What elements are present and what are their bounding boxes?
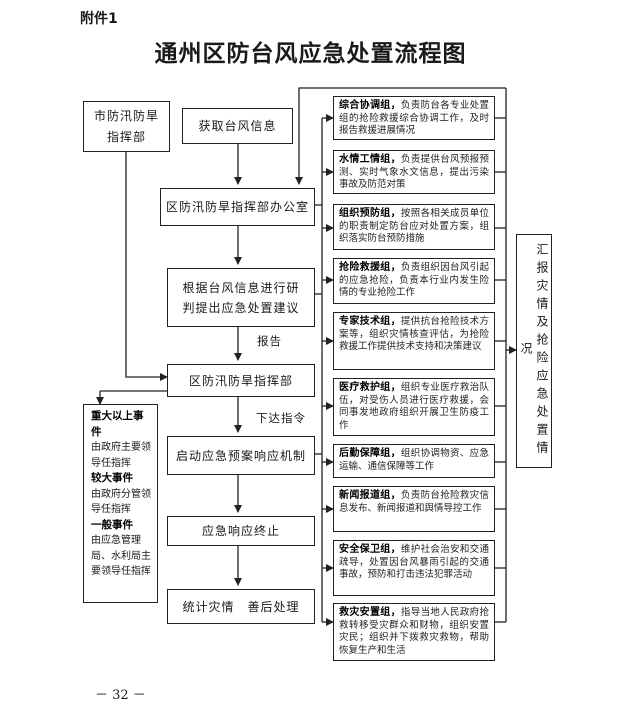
severity-general-head: 一般事件 (91, 518, 133, 531)
district-hq-box: 区防汛防旱指挥部 (167, 364, 315, 397)
group-name: 后勤保障组， (339, 448, 401, 459)
group-desc: 组织协调物资、应急运输、通信保障等工作 (339, 448, 489, 472)
issue-order-label: 下达指令 (256, 411, 306, 425)
get-typhoon-info-box: 获取台风信息 (182, 108, 293, 144)
group-name: 救灾安置组， (339, 607, 401, 618)
start-response-label: 启动应急预案响应机制 (175, 448, 306, 463)
severity-large-body: 由政府分管领导任指挥 (91, 488, 151, 516)
city-flood-hq-label: 市防汛防旱指挥部 (94, 108, 160, 144)
severity-box: 重大以上事件 由政府主要领导任指挥 较大事件 由政府分管领导任指挥 一般事件 由… (83, 404, 158, 603)
attachment-label: 附件1 (80, 11, 118, 27)
severity-major-body: 由政府主要领导任指挥 (91, 442, 151, 469)
group-desc: 负责提供台风预报预测、实时气象水文信息，提出污染事故及防范对策 (339, 154, 489, 190)
group-box-security: 安全保卫组，维护社会治安和交通疏导，处置因台风暴雨引起的交通事故，预防和打击违法… (333, 540, 495, 596)
group-box-logistics: 后勤保障组，组织协调物资、应急运输、通信保障等工作 (333, 444, 495, 478)
group-name: 组织预防组， (339, 208, 401, 219)
group-box-resettlement: 救灾安置组，指导当地人民政府抢救转移受灾群众和财物，组织安置灾民；组织并下拨救灾… (333, 603, 495, 661)
severity-major-head: 重大以上事件 (91, 410, 144, 438)
severity-general-body: 由应急管理局、水利局主要领导任指挥 (91, 535, 151, 577)
report-label: 报告 (257, 334, 282, 348)
severity-large-head: 较大事件 (91, 472, 133, 484)
district-hq-office-label: 区防汛防旱指挥部办公室 (165, 200, 309, 214)
arrow-city-to-hq (125, 152, 168, 381)
district-hq-label: 区防汛防旱指挥部 (188, 373, 293, 388)
group-name: 水情工情组， (339, 154, 401, 165)
group-desc: 组织专业医疗救治队伍，对受伤人员进行医疗救援，会同事发地政府组织开展卫生防疫工作 (339, 382, 489, 431)
group-desc: 提供抗台抢险技术方案等，组织灾情核查评估，为抢险救援工作提供技术支持和决策建议 (339, 316, 489, 352)
group-name: 抢险救援组， (339, 262, 401, 273)
get-typhoon-info-label: 获取台风信息 (198, 119, 277, 133)
group-name: 专家技术组， (339, 316, 401, 327)
group-name: 医疗救护组， (339, 382, 401, 393)
group-desc: 维护社会治安和交通疏导，处置因台风暴雨引起的交通事故，预防和打击违法犯罪活动 (339, 544, 489, 580)
group-desc: 按照各相关成员单位的职责制定防台应对处置方案，组织落实防台预防措施 (339, 208, 489, 244)
group-desc: 负责组织因台风引起的应急抢险，负责本行业内发生险情的专业抢险工作 (339, 262, 489, 298)
aftermath-label: 统计灾情 善后处理 (182, 599, 300, 614)
group-name: 综合协调组， (339, 100, 401, 111)
page-number: － 32 － (95, 688, 146, 703)
group-desc: 指导当地人民政府抢救转移受灾群众和财物，组织安置灾民；组织并下拨救灾救物，帮助恢… (339, 607, 489, 656)
group-box-medical: 医疗救护组，组织专业医疗救治队伍，对受伤人员进行医疗救援，会同事发地政府组织开展… (333, 378, 495, 436)
research-label: 根据台风信息进行研判提出应急处置建议 (182, 280, 300, 315)
aftermath-box: 统计灾情 善后处理 (167, 589, 315, 624)
report-situation-box: 汇报灾情及抢险应急处置情况 (516, 234, 552, 468)
group-box-hydrology: 水情工情组，负责提供台风预报预测、实时气象水文信息，提出污染事故及防范对策 (333, 150, 495, 194)
group-box-news: 新闻报道组，负责防台抢险救灾信息发布、新闻报道和舆情导控工作 (333, 486, 495, 532)
group-name: 安全保卫组， (339, 544, 401, 555)
group-desc: 负责防台抢险救灾信息发布、新闻报道和舆情导控工作 (339, 490, 489, 514)
arrow-feedback-to-office (295, 87, 506, 185)
group-box-experts: 专家技术组，提供抗台抢险技术方案等，组织灾情核查评估，为抢险救援工作提供技术支持… (333, 312, 495, 370)
group-box-prevention: 组织预防组，按照各相关成员单位的职责制定防台应对处置方案，组织落实防台预防措施 (333, 204, 495, 250)
research-box: 根据台风信息进行研判提出应急处置建议 (167, 268, 315, 327)
group-box-coordination: 综合协调组，负责防台各专业处置组的抢险救援综合协调工作，及时报告救援进展情况 (333, 96, 495, 140)
city-flood-hq-box: 市防汛防旱指挥部 (83, 101, 170, 152)
page-title: 通州区防台风应急处置流程图 (154, 41, 467, 67)
group-box-rescue: 抢险救援组，负责组织因台风引起的应急抢险，负责本行业内发生险情的专业抢险工作 (333, 258, 495, 304)
response-end-box: 应急响应终止 (167, 516, 315, 546)
group-name: 新闻报道组， (339, 490, 401, 501)
response-end-label: 应急响应终止 (201, 524, 280, 538)
group-desc: 负责防台各专业处置组的抢险救援综合协调工作，及时报告救援进展情况 (339, 100, 489, 136)
district-hq-office-box: 区防汛防旱指挥部办公室 (160, 188, 315, 226)
report-situation-label: 汇报灾情及抢险应急处置情况 (519, 243, 549, 459)
start-response-box: 启动应急预案响应机制 (167, 436, 315, 475)
